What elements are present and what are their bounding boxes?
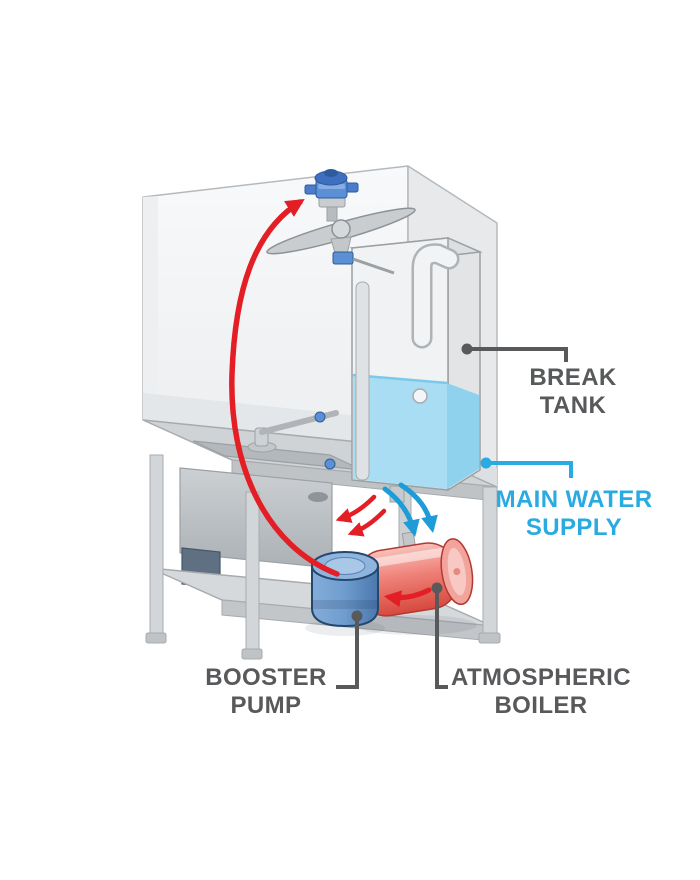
break-tank-anchor-dot [461,343,473,355]
booster-pump-anchor-dot [351,610,363,622]
wash-arm [266,207,416,275]
tank-water-front [353,375,447,489]
leader-lines [336,343,573,689]
sink-drain [308,492,328,502]
atmospheric-boiler-anchor-dot [431,582,443,594]
red-arrow-return-to-rinse [229,199,340,577]
red-arrow-boiler-to-pump [383,587,432,608]
label-booster-pump: BOOSTER PUMP [166,664,366,720]
label-line: SUPPLY [525,514,623,541]
break-tank-part [349,236,483,503]
main-water-leader [486,461,573,478]
atmospheric-boiler-part [347,531,477,635]
label-atmospheric-boiler: ATMOSPHERIC BOILER [441,664,641,720]
tank-overflow-pipe [355,281,370,481]
rinse-head [304,169,359,222]
tank-sensor [412,388,428,404]
booster-pump-leader [336,616,359,689]
label-line: TANK [539,392,607,419]
blue-arrow-tank-to-boiler-2 [398,482,438,533]
blue-arrow-tank-to-boiler-1 [382,486,420,537]
label-line: BOILER [494,692,588,719]
label-line: MAIN WATER [495,486,653,513]
red-flow-arrows [229,199,432,608]
blue-flow-arrows [382,482,438,537]
red-arrow-drain-to-pump-2 [347,508,387,537]
main-water-anchor-dot [480,457,492,469]
counter-faucet [247,410,339,470]
tank-inlet-pipe [414,245,457,346]
tank-water-side [447,383,479,489]
label-line: BREAK [529,364,617,391]
label-main-water-supply: MAIN WATER SUPPLY [474,486,674,542]
label-line: PUMP [230,692,302,719]
red-arrow-drain-to-pump-1 [335,494,377,523]
label-line: ATMOSPHERIC [451,664,631,691]
break-tank-leader [467,347,568,362]
label-line: BOOSTER [205,664,327,691]
label-break-tank: BREAK TANK [473,364,673,420]
atmospheric-boiler-leader [435,588,448,689]
